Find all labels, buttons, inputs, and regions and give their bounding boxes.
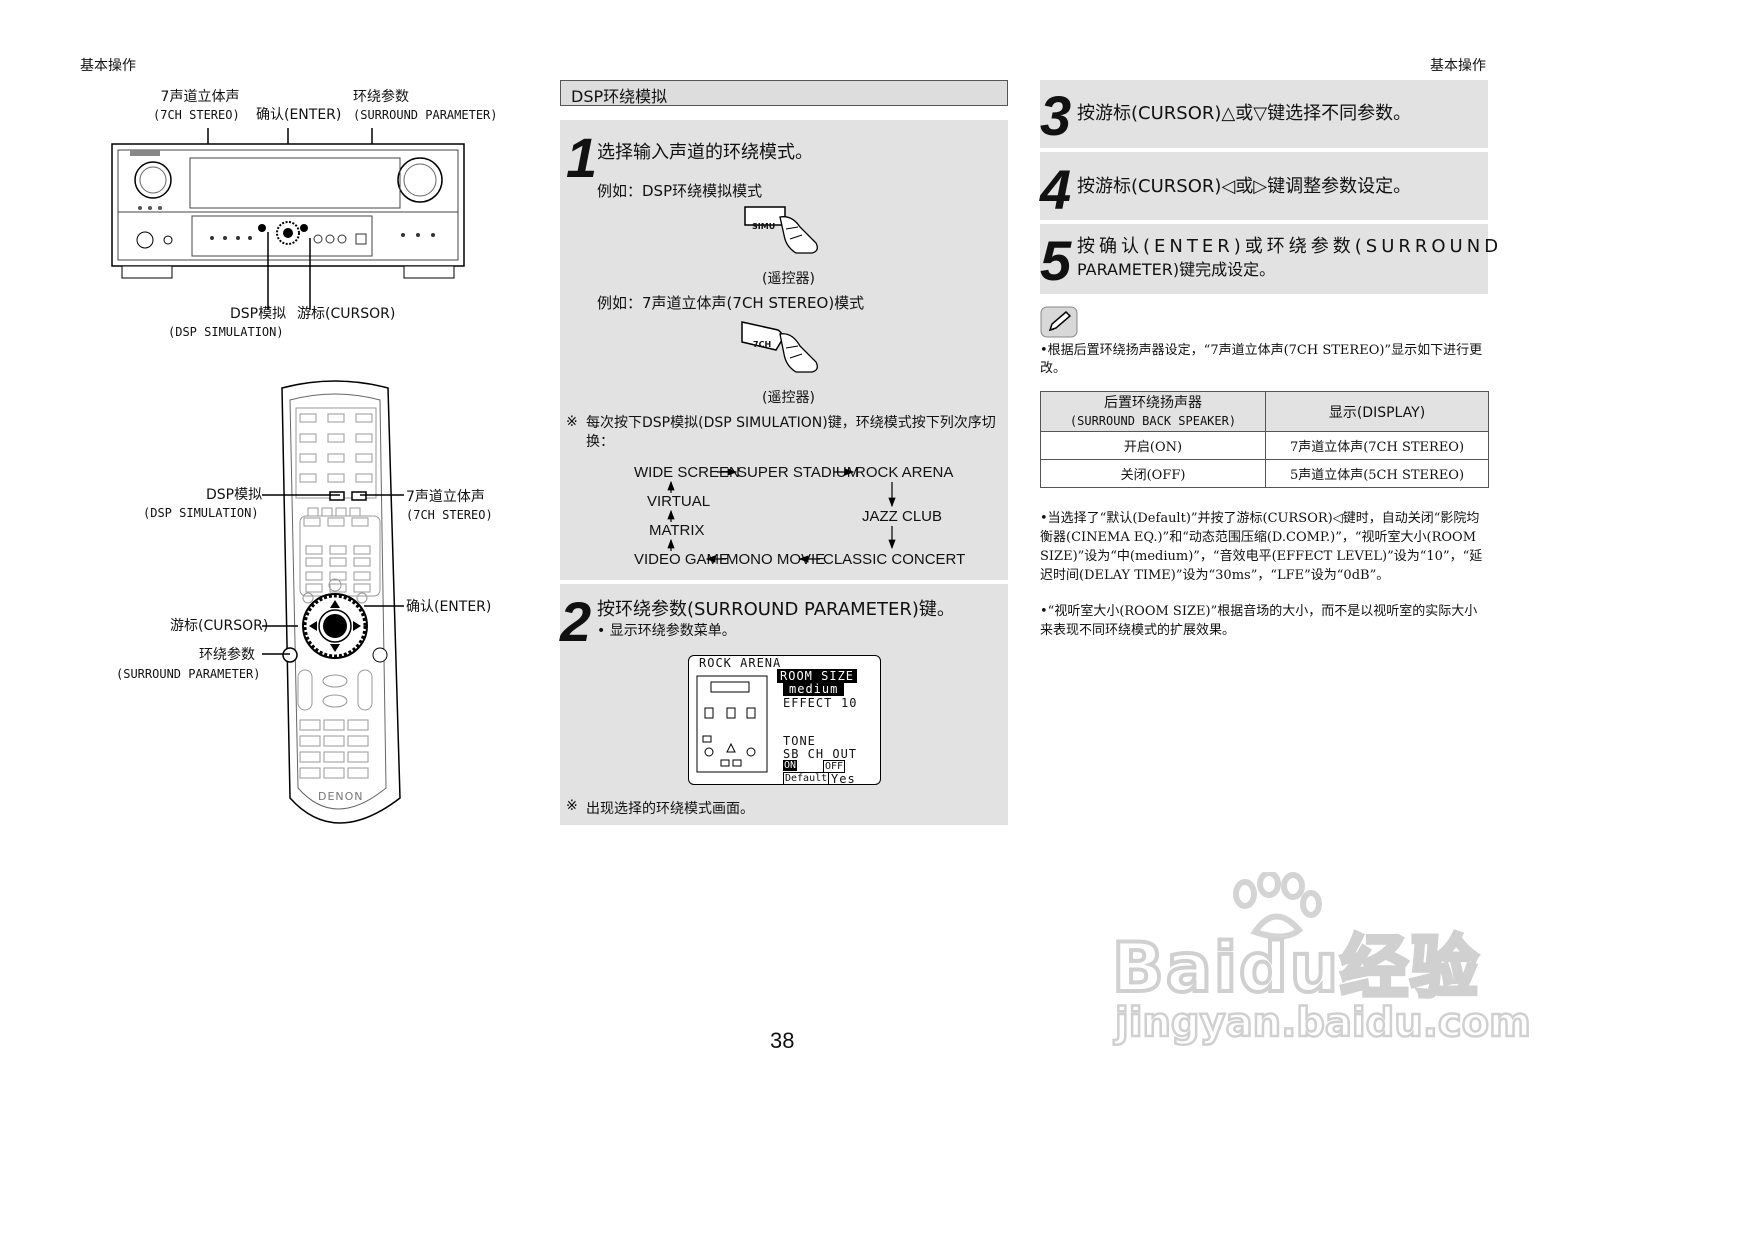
osd-mode: ROCK ARENA bbox=[699, 656, 782, 670]
label-7ch-stereo-en: (7CH STEREO) bbox=[153, 108, 240, 122]
step1-caption2: (遥控器) bbox=[762, 390, 815, 406]
mode-wide-screen: WIDE SCREEN bbox=[634, 464, 740, 481]
remote-label-7ch: 7声道立体声 bbox=[406, 489, 485, 505]
remote-label-enter: 确认(ENTER) bbox=[406, 599, 492, 615]
remote-label-7ch-en: (7CH STEREO) bbox=[406, 508, 493, 522]
table-header-1: 后置环绕扬声器 (SURROUND BACK SPEAKER) bbox=[1040, 391, 1266, 432]
step2-number: 2 bbox=[560, 590, 592, 653]
table-header-2: 显示(DISPLAY) bbox=[1265, 391, 1489, 432]
mode-mono-movie: MONO MOVIE bbox=[726, 551, 826, 568]
osd-default: Default bbox=[783, 772, 830, 785]
step4-number: 4 bbox=[1040, 158, 1072, 221]
watermark-url: jingyan.baidu.com bbox=[1114, 999, 1532, 1048]
osd-off: OFF bbox=[823, 760, 846, 773]
mode-flow-arrows bbox=[667, 468, 896, 563]
7ch-button-label: 7CH bbox=[753, 340, 772, 349]
step4-text: 按游标(CURSOR)◁或▷键调整参数设定。 bbox=[1077, 176, 1412, 197]
mode-rock-arena: ROCK ARENA bbox=[855, 464, 954, 481]
osd-room-size: ROOM SIZE bbox=[777, 669, 858, 683]
remote-label-surround: 环绕参数 bbox=[199, 647, 255, 663]
label-surround-param: 环绕参数 bbox=[353, 89, 409, 105]
step1-number: 1 bbox=[566, 126, 598, 189]
osd-effect-value: 10 bbox=[841, 696, 858, 710]
step2-sub: • 显示环绕参数菜单。 bbox=[597, 623, 736, 639]
label-dsp-sim-en: (DSP SIMULATION) bbox=[168, 325, 284, 339]
step2-text: 按环绕参数(SURROUND PARAMETER)键。 bbox=[597, 599, 955, 620]
hand-press-7ch-icon bbox=[741, 321, 818, 373]
mode-matrix: MATRIX bbox=[649, 522, 705, 539]
remote-label-dsp: DSP模拟 bbox=[206, 487, 263, 503]
step5-text2: PARAMETER)键完成设定。 bbox=[1077, 260, 1276, 279]
mode-video-game: VIDEO GAME bbox=[634, 551, 730, 568]
step5-panel bbox=[1040, 224, 1488, 294]
watermark-logo: Baidu经验 bbox=[1110, 927, 1481, 1010]
remote-label-dsp-en: (DSP SIMULATION) bbox=[143, 506, 259, 520]
step4-panel bbox=[1040, 152, 1488, 220]
step1-note-mark: ※ bbox=[566, 414, 578, 430]
mode-classic-concert: CLASSIC CONCERT bbox=[823, 551, 966, 568]
mode-super-stadium: SUPER STADIUM bbox=[737, 464, 860, 481]
mode-virtual: VIRTUAL bbox=[647, 493, 711, 510]
remote-callout-lines bbox=[262, 494, 404, 655]
note-bullet-2: •“视听室大小(ROOM SIZE)”根据音场的大小，而不是以视听室的实际大小来… bbox=[1040, 604, 1478, 638]
step2-note-mark: ※ bbox=[566, 798, 578, 814]
table-cell-5ch: 5声道立体声(5CH STEREO) bbox=[1265, 459, 1489, 488]
label-enter: 确认(ENTER) bbox=[256, 107, 342, 123]
remote-brand: DENON bbox=[318, 790, 364, 803]
table-cell-on: 开启(ON) bbox=[1040, 431, 1266, 460]
note-bullet-1: •当选择了“默认(Default)”并按了游标(CURSOR)◁键时，自动关闭“… bbox=[1040, 511, 1483, 583]
label-7ch-stereo: 7声道立体声 bbox=[160, 89, 240, 105]
speaker-table: 后置环绕扬声器 (SURROUND BACK SPEAKER) 显示(DISPL… bbox=[1040, 391, 1489, 488]
step3-text: 按游标(CURSOR)△或▽键选择不同参数。 bbox=[1077, 103, 1412, 124]
osd-effect: EFFECT bbox=[783, 696, 833, 710]
osd-yes: Yes bbox=[831, 772, 856, 786]
simu-button-label: SIMU bbox=[752, 222, 776, 231]
step5-text: 按确认(ENTER)或环绕参数(SURROUND bbox=[1077, 236, 1503, 257]
remote-illustration bbox=[281, 380, 401, 824]
step5-number: 5 bbox=[1040, 229, 1072, 292]
step3-panel bbox=[1040, 80, 1488, 148]
step1-example1: 例如：DSP环绕模拟模式 bbox=[597, 182, 763, 200]
note-intro: •根据后置环绕扬声器设定，“7声道立体声(7CH STEREO)”显示如下进行更… bbox=[1040, 343, 1483, 376]
mode-jazz-club: JAZZ CLUB bbox=[862, 508, 943, 525]
speaker-layout-icon bbox=[696, 675, 768, 773]
remote-label-cursor: 游标(CURSOR) bbox=[170, 618, 269, 634]
section-title: DSP环绕模拟 bbox=[571, 87, 668, 106]
section-title-box: DSP环绕模拟 bbox=[560, 80, 1008, 106]
label-surround-param-en: (SURROUND PARAMETER) bbox=[353, 108, 498, 122]
label-cursor: 游标(CURSOR) bbox=[297, 306, 396, 322]
page-number: 38 bbox=[770, 1028, 795, 1053]
receiver-illustration bbox=[111, 128, 465, 310]
step2-note: 出现选择的环绕模式画面。 bbox=[586, 801, 754, 817]
remote-label-surround-en: (SURROUND PARAMETER) bbox=[116, 667, 261, 681]
header-left: 基本操作 bbox=[80, 58, 136, 74]
osd-sb-ch-out: SB CH OUT bbox=[783, 747, 858, 761]
table-header-1a: 后置环绕扬声器 bbox=[1104, 394, 1202, 411]
step3-number: 3 bbox=[1040, 84, 1072, 147]
osd-tone: TONE bbox=[783, 734, 816, 748]
osd-on: ON bbox=[783, 760, 798, 771]
table-cell-7ch: 7声道立体声(7CH STEREO) bbox=[1265, 431, 1489, 460]
step1-example2: 例如：7声道立体声(7CH STEREO)模式 bbox=[597, 294, 865, 312]
label-dsp-sim: DSP模拟 bbox=[230, 306, 287, 322]
watermark-paw-icon bbox=[1233, 872, 1322, 940]
table-header-1b: (SURROUND BACK SPEAKER) bbox=[1069, 413, 1237, 428]
header-right: 基本操作 bbox=[1430, 58, 1486, 74]
step1-text: 选择输入声道的环绕模式。 bbox=[597, 142, 813, 163]
table-cell-off: 关闭(OFF) bbox=[1040, 459, 1266, 488]
hand-press-simu-icon bbox=[744, 206, 818, 254]
step1-note: 每次按下DSP模拟(DSP SIMULATION)键，环绕模式按下列次序切换： bbox=[586, 415, 996, 450]
osd-room-value: medium bbox=[783, 682, 845, 696]
osd-screen: ROCK ARENA ROOM SIZE medium EFFECT 10 TO… bbox=[688, 655, 881, 786]
step1-caption1: (遥控器) bbox=[762, 271, 815, 287]
pencil-icon bbox=[1040, 306, 1078, 338]
